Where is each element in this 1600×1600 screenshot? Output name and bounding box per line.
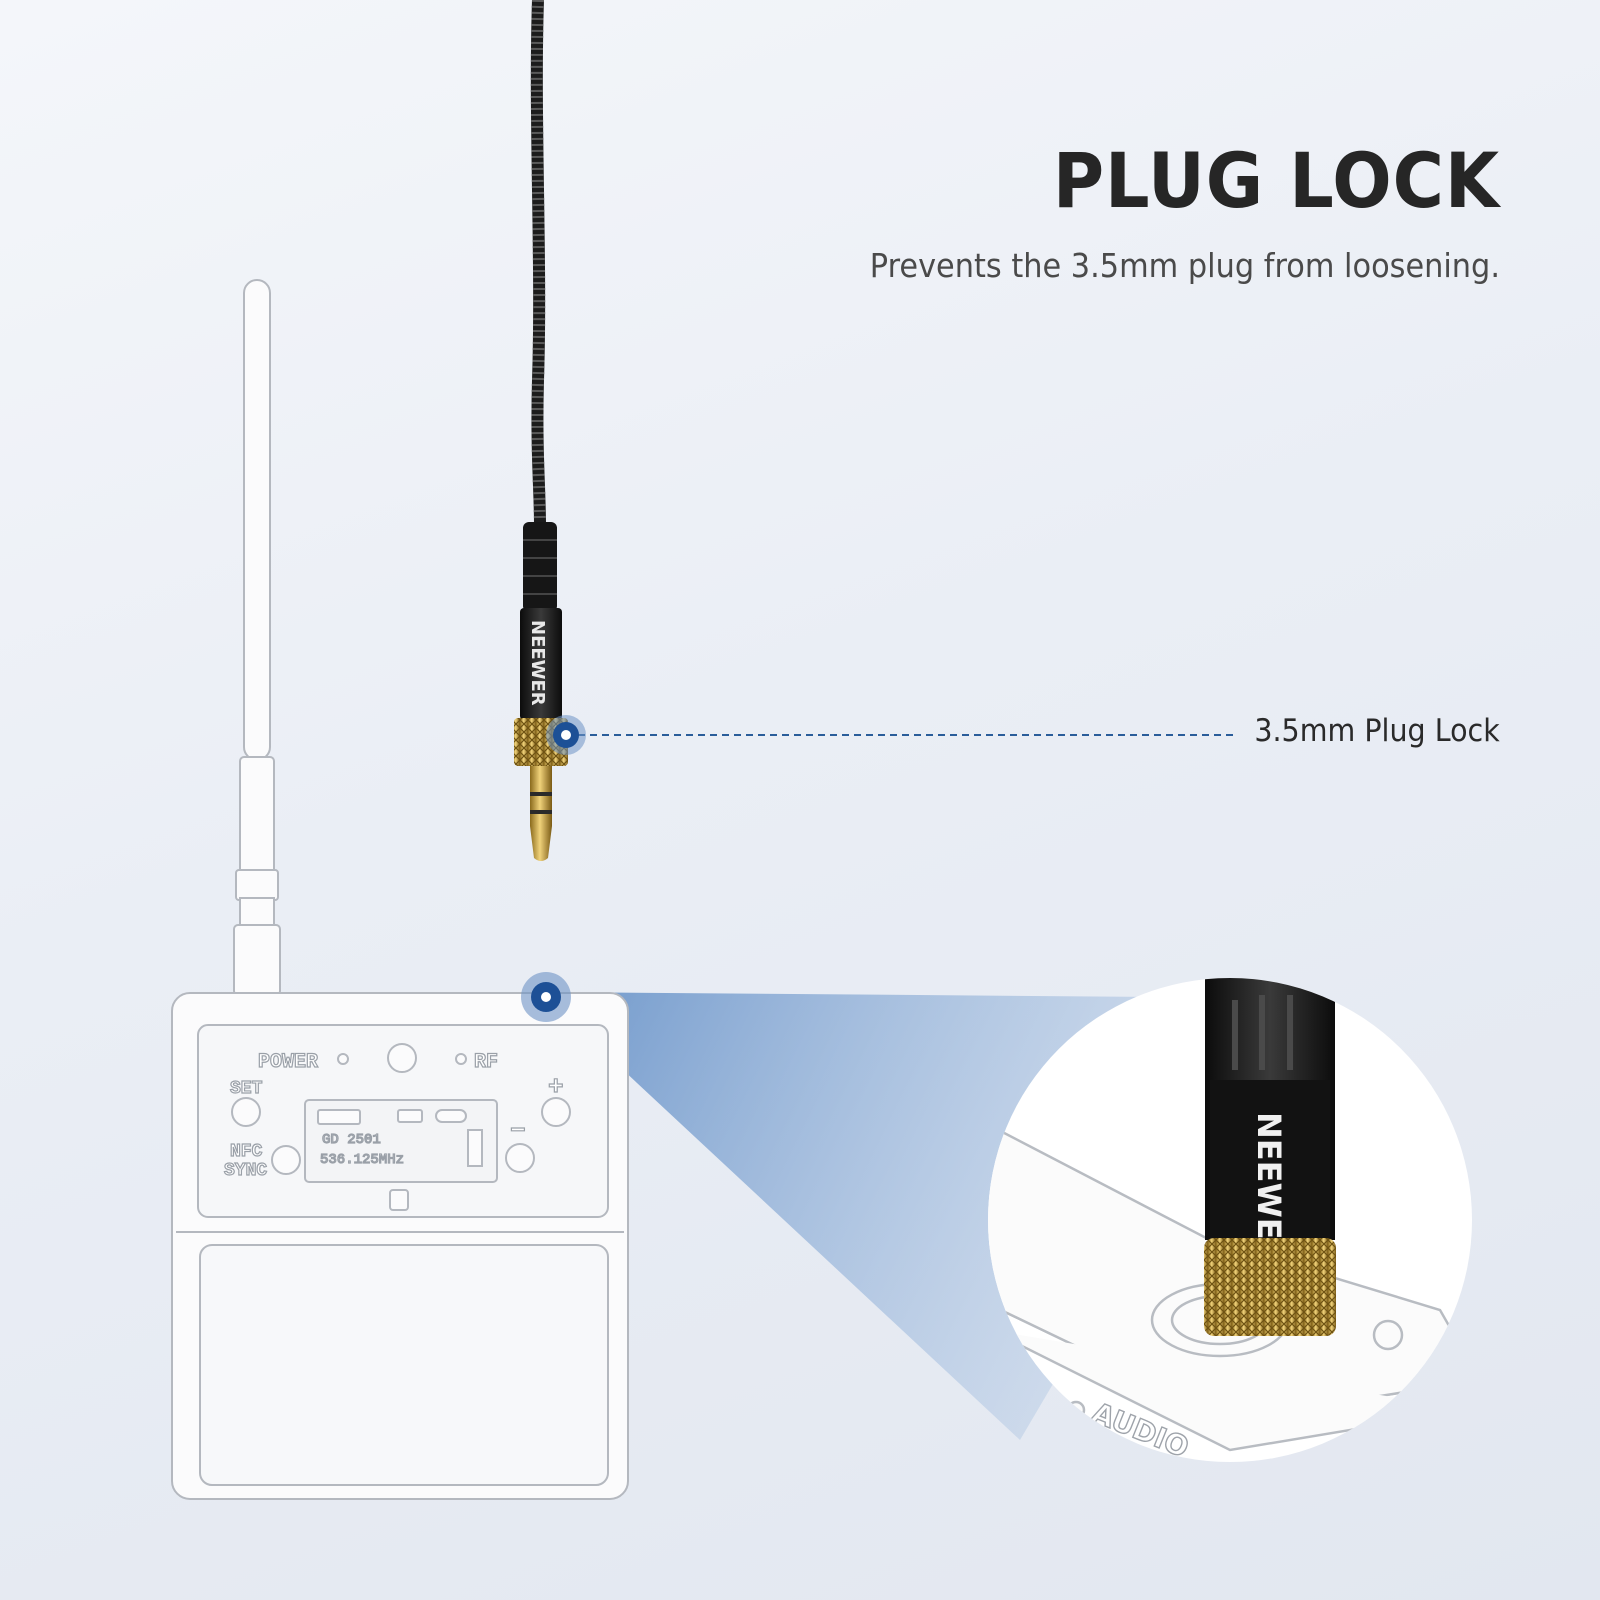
display-line-1: GD 2501 — [322, 1132, 381, 1148]
nfc-label: NFC — [230, 1142, 263, 1162]
plug-lock-callout-label: 3.5mm Plug Lock — [1254, 713, 1500, 749]
zoom-detail-circle: AUDIO NEEWER — [988, 978, 1472, 1462]
transmitter-labels: POWER RF SET + − NFC SYNC GD 2501 536.12… — [223, 1050, 564, 1181]
plus-button — [541, 1097, 571, 1127]
set-button — [231, 1097, 261, 1127]
power-label: POWER — [258, 1051, 318, 1074]
set-label: SET — [230, 1079, 263, 1099]
nfc-icon — [389, 1189, 409, 1211]
plug-strain-relief — [523, 522, 557, 612]
plus-label: + — [548, 1072, 564, 1102]
antenna — [243, 279, 271, 761]
plug-brand-text: NEEWER — [527, 620, 548, 706]
wireless-transmitter — [171, 279, 629, 1500]
rf-label: RF — [474, 1051, 498, 1074]
page-title: PLUG LOCK — [1052, 136, 1500, 225]
minus-button — [505, 1143, 535, 1173]
page-subtitle: Prevents the 3.5mm plug from loosening. — [869, 246, 1500, 285]
plug-housing: NEEWER — [520, 608, 562, 720]
audio-port-marker — [521, 972, 571, 1022]
sync-button — [271, 1145, 301, 1175]
plug-lock-marker — [546, 715, 586, 755]
lavalier-cable — [530, 0, 546, 526]
plug-tip — [530, 766, 552, 861]
power-button — [387, 1043, 417, 1073]
sync-label: SYNC — [224, 1161, 267, 1181]
display-line-2: 536.125MHz — [320, 1152, 404, 1168]
minus-label: − — [510, 1116, 526, 1146]
